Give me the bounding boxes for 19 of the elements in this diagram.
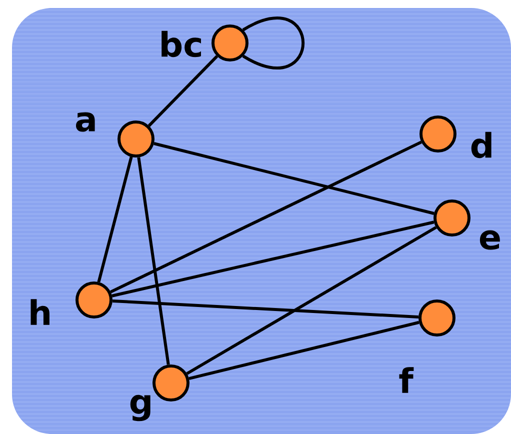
edge-line: [188, 320, 420, 380]
edge-line: [112, 299, 419, 319]
loop-edge: [242, 16, 304, 70]
edge-line: [97, 156, 133, 282]
edge-line: [148, 55, 218, 127]
vertex-label: g: [130, 394, 150, 422]
vertex-circle: [434, 200, 470, 236]
vertex-label: bc: [162, 30, 201, 58]
edge-line: [112, 220, 434, 298]
vertex-label: a: [76, 112, 95, 132]
vertex-label: d: [471, 132, 492, 158]
vertex-label: f: [399, 367, 414, 393]
edge-line: [110, 140, 422, 294]
edge-line: [154, 142, 434, 215]
vertex-label: h: [30, 299, 50, 325]
edge-line: [186, 226, 437, 375]
vertex-label: e: [480, 230, 500, 250]
vertex-circle: [152, 364, 190, 402]
edge-line: [137, 157, 170, 365]
